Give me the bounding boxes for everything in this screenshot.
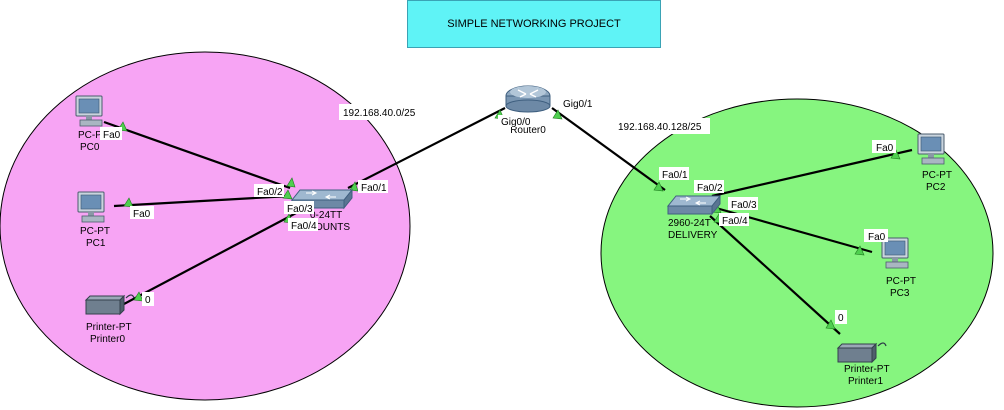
pc2-name: PC2 [926, 182, 946, 193]
svg-text:Fa0/1: Fa0/1 [662, 170, 688, 181]
switch-left-port-up: Fa0/1 [358, 180, 388, 194]
printer0-type: Printer-PT [86, 322, 132, 333]
switch-left-port-pc0: Fa0/2 [254, 184, 284, 198]
switch-left-name: OUNTS [315, 222, 350, 233]
router-name: Router0 [510, 125, 546, 136]
link-status-icon [286, 177, 296, 188]
switch-right-model: 2960-24T [668, 218, 711, 229]
link-status-icon [653, 181, 664, 192]
pc3[interactable]: PC-PT PC3 [881, 237, 916, 299]
switch-left-port-printer: Fa0/4 [288, 218, 318, 232]
links [103, 107, 913, 335]
link-switch-right-pc2[interactable] [711, 148, 913, 198]
link-router-switch-right[interactable] [551, 107, 666, 191]
diagram-title-text: SIMPLE NETWORKING PROJECT [447, 18, 621, 30]
pc1[interactable]: PC-PT PC1 [77, 191, 110, 249]
link-switch-right-printer1[interactable] [709, 215, 841, 335]
switch-right[interactable]: 2960-24T DELIVERY [666, 194, 722, 241]
router-port-gig0-0: Gig0/0 [498, 115, 532, 128]
svg-text:Fa0/2: Fa0/2 [697, 183, 723, 194]
link-switch-left-router[interactable] [347, 107, 506, 189]
pc3-name: PC3 [890, 288, 910, 299]
link-status-icon [349, 181, 359, 192]
svg-text:Fa0: Fa0 [868, 232, 886, 243]
svg-text:Fa0/2: Fa0/2 [257, 187, 283, 198]
router[interactable]: 1 Router0 [505, 85, 551, 136]
pc1-name: PC1 [86, 238, 106, 249]
svg-text:Fa0: Fa0 [876, 143, 894, 154]
switch-left-model: 0-24TT [310, 210, 342, 221]
right-network-area [600, 98, 994, 408]
network-left-address: 192.168.40.0/25 [343, 108, 416, 119]
pc0[interactable]: PC-P PC0 [75, 95, 103, 153]
svg-text:0: 0 [838, 313, 844, 324]
switch-left[interactable]: 0-24TT OUNTS [290, 188, 354, 233]
pc0-type: PC-P [78, 130, 102, 141]
pc3-port: Fa0 [864, 229, 888, 243]
printer0-port: 0 [142, 292, 154, 306]
network-right-address: 192.168.40.128/25 [618, 122, 702, 133]
pc2-icon[interactable] [917, 133, 945, 165]
switch-left-port-pc1: Fa0/3 [284, 201, 314, 215]
pc2[interactable]: PC-PT PC2 [917, 133, 952, 193]
switch-right-icon[interactable] [666, 195, 722, 207]
router-port-left-label: Gig0/0 [501, 117, 531, 128]
svg-text:Fa0/3: Fa0/3 [287, 204, 313, 215]
switch-right-port-printer: Fa0/4 [719, 213, 749, 227]
svg-text:Fa0/3: Fa0/3 [731, 200, 757, 211]
link-status-icon [133, 291, 144, 302]
pc1-icon[interactable] [77, 191, 105, 223]
link-status-icon [282, 189, 293, 200]
pc1-port: Fa0 [130, 206, 154, 220]
diagram-title: SIMPLE NETWORKING PROJECT [407, 0, 661, 48]
router-port-gig0-1: Gig0/1 [561, 97, 595, 110]
pc2-type: PC-PT [922, 170, 952, 181]
printer0-name: Printer0 [90, 334, 125, 345]
svg-text:Fa0: Fa0 [133, 209, 151, 220]
network-right-label: 192.168.40.128/25 [614, 118, 710, 134]
switch-right-port-up: Fa0/1 [659, 167, 689, 181]
printer1[interactable]: Printer-PT Printer1 [837, 342, 890, 387]
link-status-icon [854, 245, 865, 256]
pc3-icon[interactable] [881, 237, 909, 269]
switch-right-port-pc2: Fa0/2 [694, 180, 724, 194]
link-pc0-switch-left[interactable] [103, 120, 291, 190]
svg-text:Fa0/1: Fa0/1 [361, 183, 387, 194]
link-status-icon [825, 319, 836, 330]
pc2-port: Fa0 [872, 140, 896, 154]
svg-text:Fa0/4: Fa0/4 [291, 221, 317, 232]
network-left-label: 192.168.40.0/25 [339, 104, 421, 120]
pc3-type: PC-PT [886, 276, 916, 287]
router-port-right-label: Gig0/1 [563, 99, 593, 110]
svg-text:Fa0: Fa0 [103, 130, 121, 141]
pc1-type: PC-PT [80, 226, 110, 237]
pc0-name: PC0 [80, 142, 100, 153]
link-status-icon [123, 197, 134, 208]
printer1-port: 0 [835, 310, 847, 324]
svg-text:Fa0/4: Fa0/4 [722, 216, 748, 227]
switch-right-port-pc3: Fa0/3 [728, 197, 758, 211]
switch-right-name: DELIVERY [668, 230, 718, 241]
link-pc1-switch-left[interactable] [113, 194, 291, 208]
pc0-icon[interactable] [75, 95, 103, 127]
link-printer0-switch-left[interactable] [121, 211, 299, 306]
printer1-name: Printer1 [848, 376, 883, 387]
svg-text:0: 0 [145, 295, 151, 306]
printer0[interactable]: Printer-PT Printer0 [85, 294, 135, 345]
printer1-type: Printer-PT [844, 364, 890, 375]
pc0-port: Fa0 [100, 127, 122, 141]
switch-left-icon[interactable] [290, 189, 354, 201]
link-status-icon [890, 149, 901, 160]
link-status-icon [552, 109, 563, 120]
